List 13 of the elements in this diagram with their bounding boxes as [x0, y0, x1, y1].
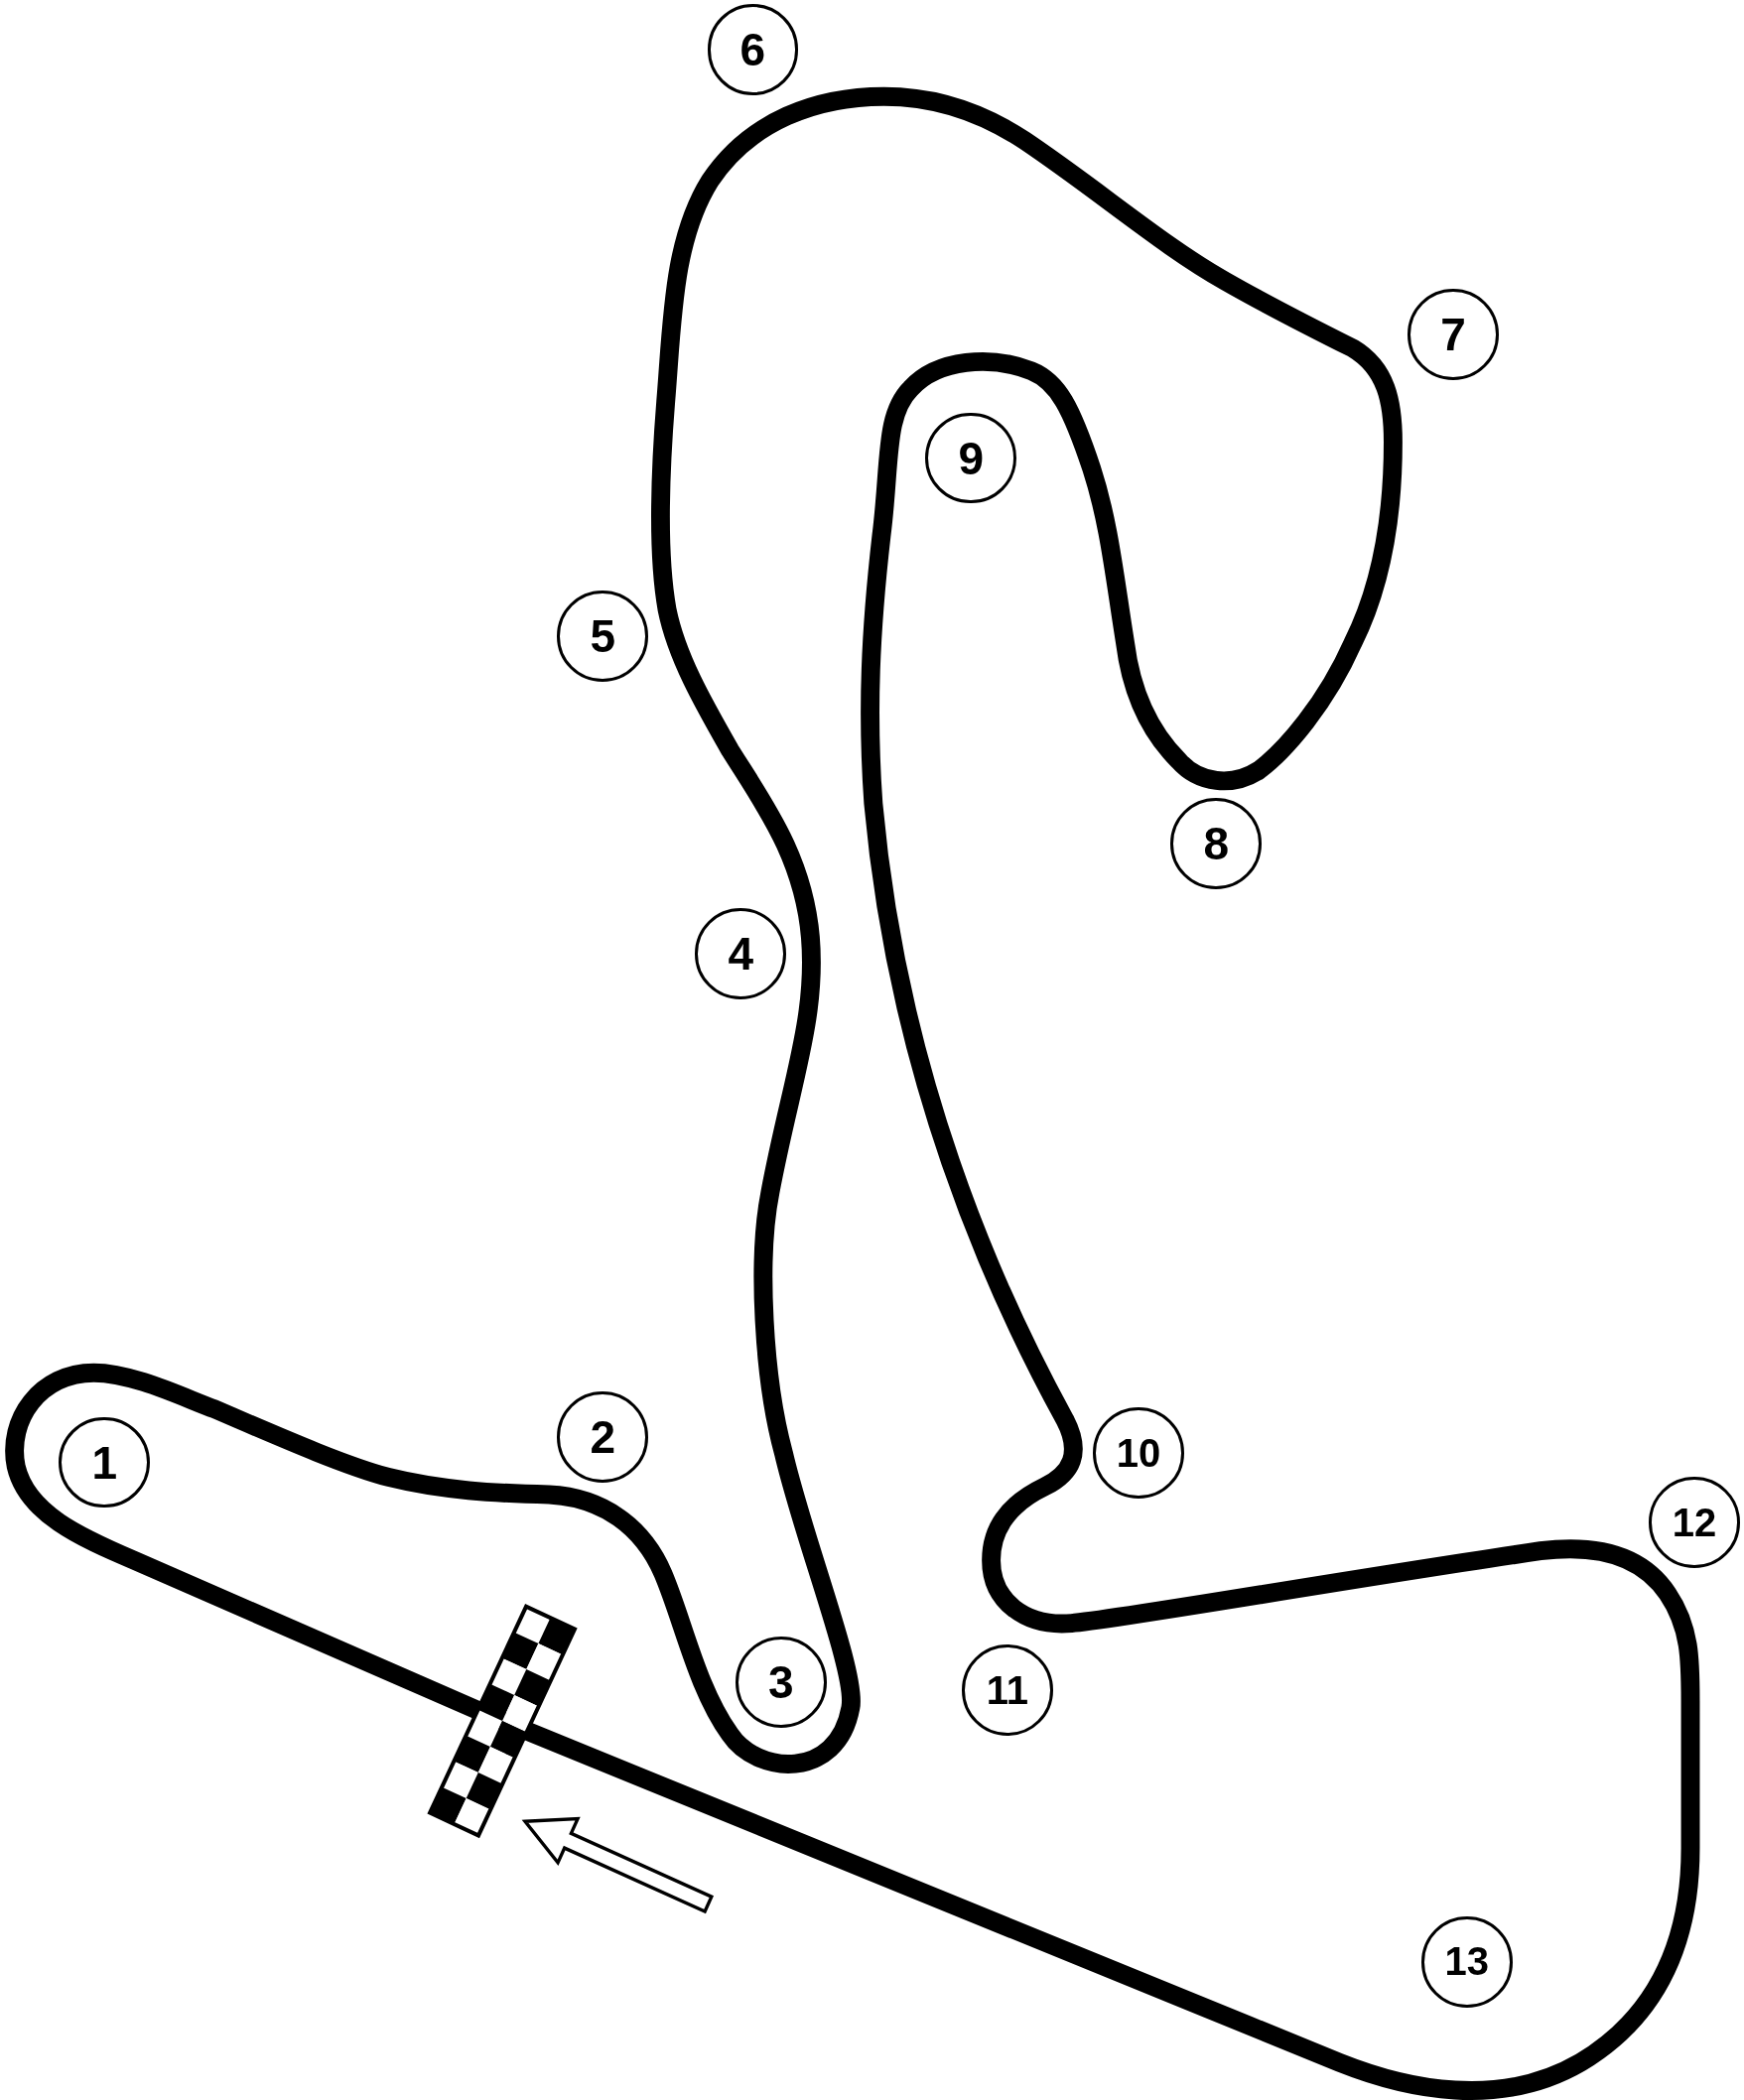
- turn-marker: 12: [1649, 1477, 1740, 1569]
- turn-marker: 11: [961, 1644, 1053, 1736]
- turn-marker: 2: [557, 1391, 649, 1483]
- turn-marker: 5: [557, 591, 649, 682]
- turn-marker: 4: [695, 907, 787, 999]
- turn-marker: 3: [735, 1637, 827, 1728]
- turn-marker: 1: [59, 1416, 151, 1509]
- turn-marker: 8: [1170, 798, 1263, 889]
- turn-marker: 6: [707, 4, 799, 95]
- turn-marker: 9: [925, 412, 1017, 504]
- turn-marker: 7: [1408, 289, 1500, 381]
- turn-marker: 13: [1420, 1916, 1513, 2008]
- turn-marker: 10: [1093, 1407, 1184, 1500]
